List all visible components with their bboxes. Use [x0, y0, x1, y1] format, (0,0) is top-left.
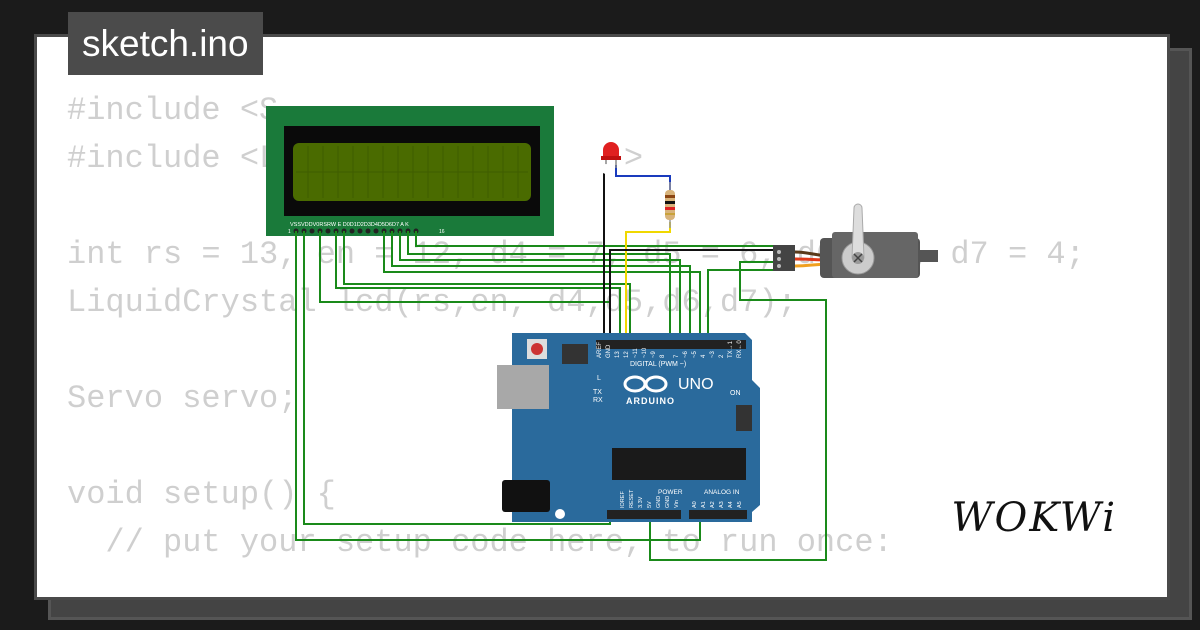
code-preview: #include <S#include <L >int rs = 13, en …	[67, 87, 1085, 597]
pin-label: AREF	[597, 342, 603, 358]
analog-pin-labels: A0 A1 A2 A3 A4 A5	[692, 501, 743, 508]
pin-label: Vin	[674, 500, 680, 508]
file-tab[interactable]: sketch.ino	[68, 12, 263, 75]
wire-endpoints	[555, 164, 933, 519]
code-line: Servo servo;	[67, 380, 298, 417]
lcd-character-grid	[296, 146, 528, 198]
pin-label: ~9	[651, 350, 657, 358]
digital-header	[596, 340, 746, 349]
top-pin-labels: AREF GND 13 12 ~11 ~10 ~9 8 7 ~6 ~5 4 ~3…	[597, 340, 743, 358]
pin-label: A3	[719, 501, 725, 508]
atmega-chip	[612, 448, 746, 480]
power-header	[607, 510, 681, 519]
pin-label: 13	[615, 351, 621, 358]
code-line: // put your setup code here, to run once…	[67, 524, 893, 561]
icsp-header	[562, 344, 588, 364]
pin-label: 2	[719, 354, 725, 358]
pin-label: GND	[665, 496, 671, 508]
led-l-label: L	[597, 375, 601, 382]
pin-label: A4	[728, 501, 734, 508]
power-jack	[502, 480, 550, 512]
pin-label: ~10	[642, 347, 648, 358]
code-line: void setup() {	[67, 476, 336, 513]
wire-d5	[391, 231, 691, 345]
pin-label: RESET	[629, 489, 635, 508]
wire-vss	[295, 231, 701, 541]
rx-label: RX	[593, 397, 603, 404]
wire-servo-vcc	[649, 261, 827, 561]
wire-en	[343, 231, 631, 345]
lcd-pin-16-label: 16	[439, 229, 445, 235]
power-pin-labels: IOREF RESET 3.3V 5V GND GND Vin	[620, 489, 680, 508]
lcd-pin-labels: VSSVDDV0RSRW E D0D1D2D3D4D5D6D7 A K	[290, 222, 409, 228]
pin-label: A0	[692, 501, 698, 508]
power-label: POWER	[658, 489, 683, 496]
pin-label: 5V	[647, 501, 653, 508]
wire-d7	[407, 231, 671, 345]
pin-label: 12	[624, 351, 630, 358]
pin-label: A5	[737, 501, 743, 508]
usb-port	[497, 365, 549, 409]
wokwi-logo: WOKWi	[951, 495, 1117, 541]
pin-label: TX→1	[728, 340, 734, 358]
pin-label: GND	[656, 496, 662, 508]
wire-servo-gnd	[609, 249, 776, 345]
uno-model-label: UNO	[678, 376, 714, 393]
pin-label: IOREF	[620, 491, 626, 508]
pin-label: 4	[701, 354, 707, 358]
wire-servo-signal	[707, 269, 776, 345]
pin-label: 3.3V	[638, 496, 644, 508]
code-line: #include <S	[67, 92, 279, 129]
pin-label: 7	[674, 354, 680, 358]
arduino-uno-board[interactable]: DIGITAL (PWM ~) L TX RX ON ARDUINO UNO P…	[497, 333, 760, 522]
icsp-header-2	[736, 405, 752, 431]
resistor-icon[interactable]	[665, 182, 675, 228]
pin-label: ~5	[692, 350, 698, 358]
arduino-brand-label: ARDUINO	[626, 396, 675, 406]
wire-d6	[399, 231, 681, 345]
wire-led-resistor	[615, 165, 671, 190]
pin-label: GND	[606, 344, 612, 358]
pin-label: A1	[701, 501, 707, 508]
on-label: ON	[730, 390, 741, 397]
tx-label: TX	[593, 389, 602, 396]
lcd-pin-1-label: 1	[288, 229, 291, 235]
pin-label: RX←0	[737, 340, 743, 358]
lcd-display[interactable]: VSSVDDV0RSRW E D0D1D2D3D4D5D6D7 A K 1 16	[266, 106, 554, 236]
pin-label: 8	[660, 354, 666, 358]
pin-label: ~6	[683, 350, 689, 358]
pin-label: ~3	[710, 350, 716, 358]
analog-label: ANALOG IN	[704, 489, 740, 496]
analog-header	[689, 510, 747, 519]
wire-d4	[383, 231, 701, 345]
arduino-infinity-icon	[623, 375, 668, 393]
pin-label: A2	[710, 501, 716, 508]
servo-motor-icon[interactable]	[773, 203, 938, 278]
wire-rw	[335, 231, 621, 345]
digital-label: DIGITAL (PWM ~)	[630, 361, 686, 368]
led-red-icon[interactable]	[601, 142, 621, 168]
wire-resistor-pin	[625, 222, 671, 341]
pin-label: ~11	[633, 348, 639, 358]
reset-button-icon[interactable]	[527, 339, 547, 359]
